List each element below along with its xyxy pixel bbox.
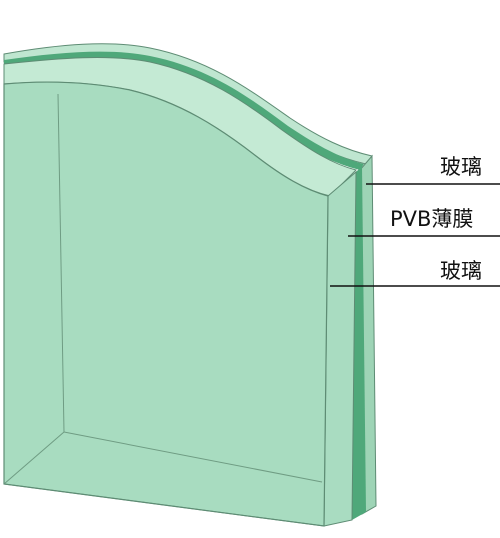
label-bottom-glass: 玻璃 (440, 259, 482, 283)
front-glass-side (323, 170, 357, 527)
front-glass-bevel-left (57, 93, 65, 433)
leader-lines (330, 183, 500, 287)
label-top-glass: 玻璃 (440, 155, 482, 179)
pvb-top-edge (4, 51, 364, 170)
front-glass-bevel-bottom (63, 431, 323, 483)
front-glass-bevel-bottom-edge (3, 483, 325, 527)
label-pvb-film: PVB薄膜 (390, 207, 473, 231)
front-glass-face (3, 81, 329, 527)
front-glass-pane (3, 57, 357, 527)
front-glass-bevel-corner (3, 431, 65, 485)
